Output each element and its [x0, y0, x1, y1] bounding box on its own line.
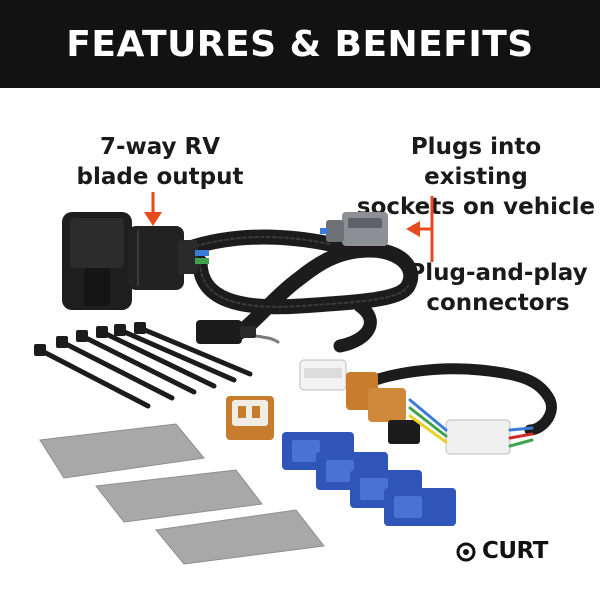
brand-logo: CURT	[460, 538, 548, 564]
sub-harness	[299, 359, 557, 455]
seven-way-socket	[62, 212, 209, 310]
relay-connector	[226, 396, 274, 440]
callout-arrows	[144, 192, 434, 262]
zip-ties	[34, 322, 253, 409]
callout-blade-output-line2: blade output	[76, 164, 244, 190]
blue-butt-connectors	[282, 432, 456, 526]
callout-plug-and-play-line2: connectors	[426, 290, 570, 316]
header-banner: FEATURES & BENEFITS	[0, 0, 600, 88]
page-title: FEATURES & BENEFITS	[66, 23, 534, 65]
brand-logo-icon	[460, 543, 476, 559]
callout-plug-and-play-line1: Plug-and-play	[408, 260, 588, 286]
curt-logo-mark	[456, 542, 476, 562]
callout-plugs-into-sockets: Plugs into existing sockets on vehicle	[356, 132, 596, 222]
callout-plugs-line1: Plugs into existing	[410, 134, 542, 190]
adhesive-pads	[39, 423, 325, 565]
callout-blade-output: 7-way RV blade output	[60, 132, 260, 192]
callout-blade-output-line1: 7-way RV	[99, 134, 221, 160]
callout-plugs-line2: sockets on vehicle	[356, 194, 596, 220]
vehicle-plug-connector	[320, 212, 388, 246]
brand-name: CURT	[482, 538, 548, 564]
callout-plug-and-play: Plug-and-play connectors	[398, 258, 598, 318]
harness-lower-plug	[196, 320, 256, 344]
